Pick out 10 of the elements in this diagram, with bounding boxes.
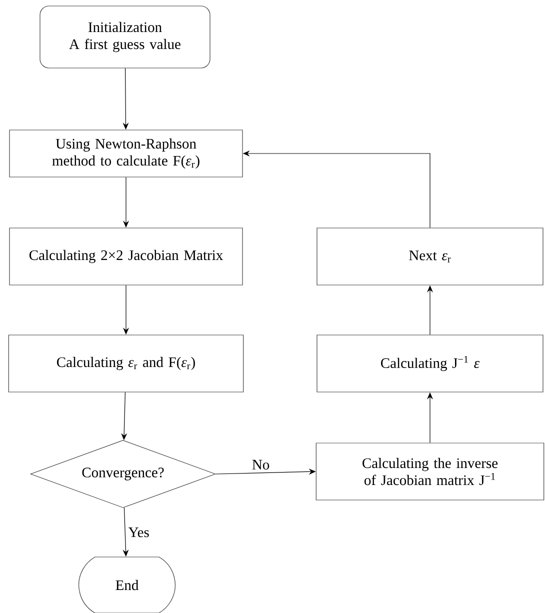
end-terminal: End bbox=[78, 556, 176, 613]
process-box: Calculating 2×2 Jacobian Matrix bbox=[9, 228, 243, 286]
process-box: Calculating J$^{−1}$ ε bbox=[316, 334, 544, 392]
process-box: Next ε$_{r}$ bbox=[316, 228, 544, 286]
edge-label: Yes bbox=[127, 526, 150, 538]
process-box: Calculating the inverse of Jacobian matrix J$^{−1}$ bbox=[316, 442, 544, 500]
process-box: Calculating ε$_{r}$ and F(ε$_{r}$) bbox=[8, 334, 244, 392]
edge-label: No bbox=[250, 458, 271, 471]
process-box: Using Newton-Raphson method to calculate F(ε$_{r}$) bbox=[9, 130, 243, 178]
start-box: Initialization A first guess value bbox=[40, 6, 210, 68]
